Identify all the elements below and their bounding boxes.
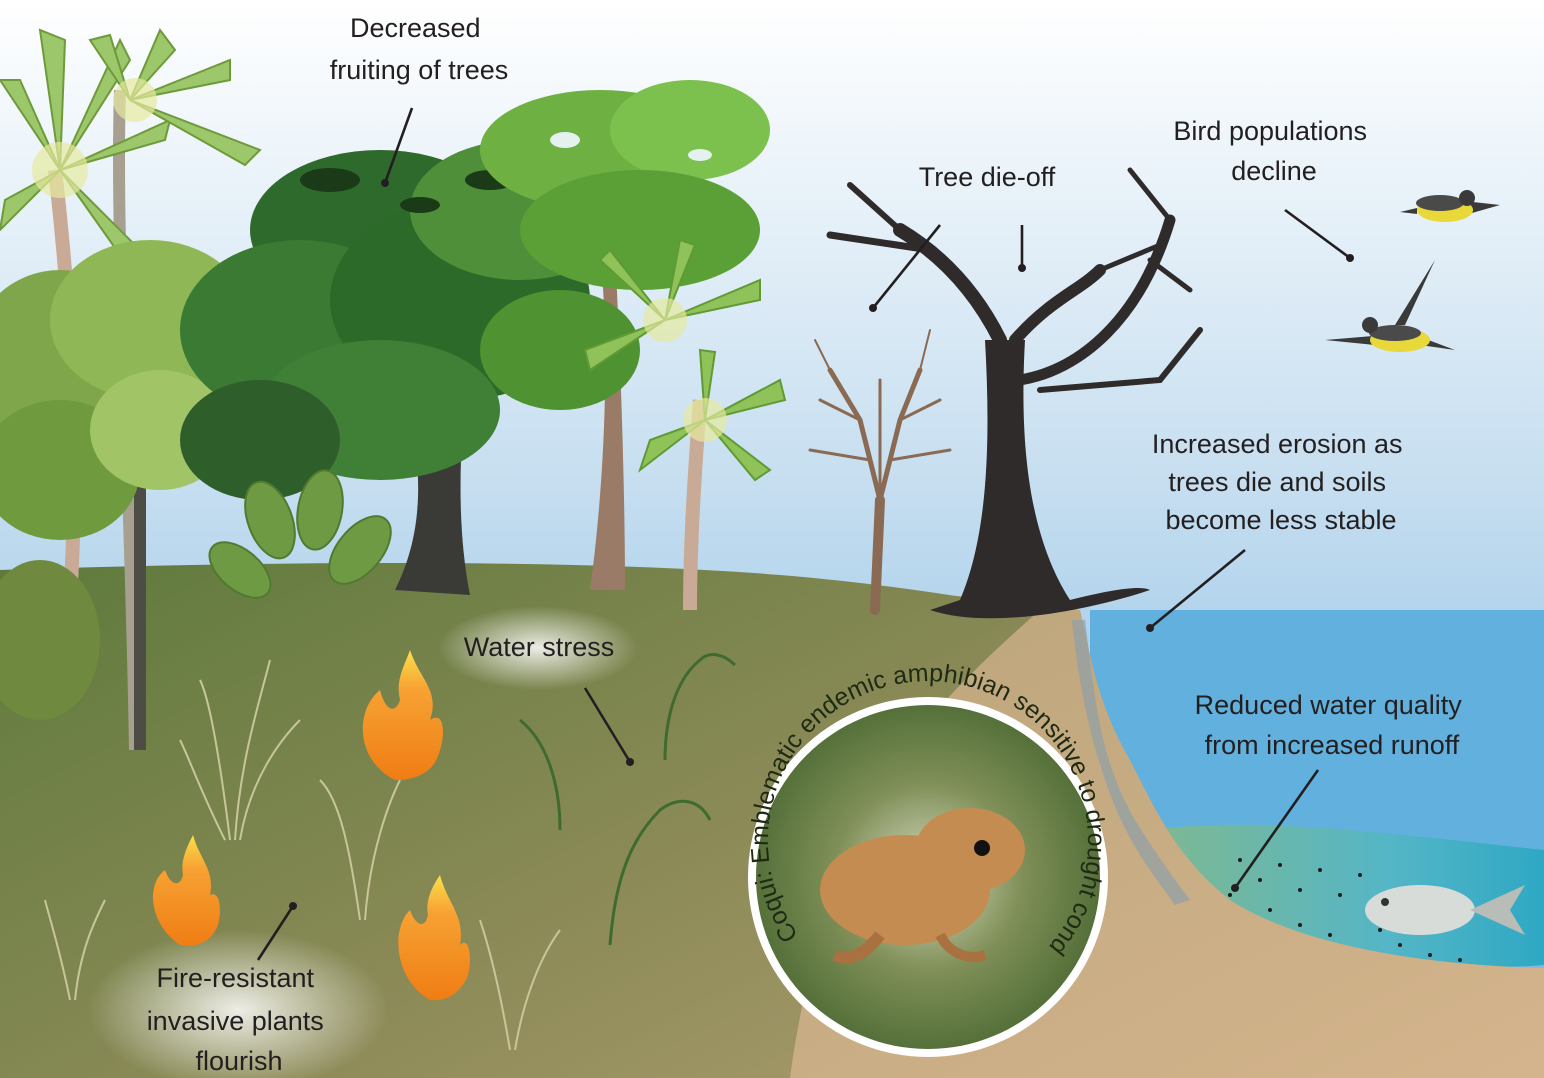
label-tree-die-off: Tree die-off	[919, 162, 1056, 192]
label-water-stress: Water stress	[464, 632, 615, 662]
label-erosion: Increased erosion as trees die and soils…	[1152, 429, 1410, 535]
